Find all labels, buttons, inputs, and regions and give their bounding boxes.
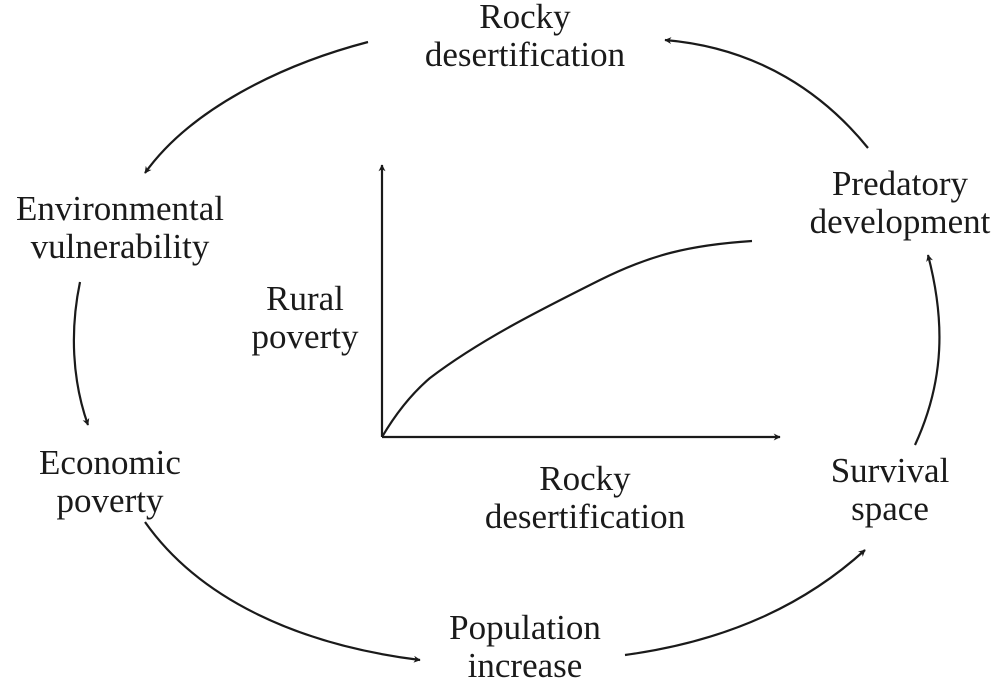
arrow-rocky-to-environmental xyxy=(144,40,369,174)
node-population-increase: Population increase xyxy=(410,609,640,685)
arrow-environmental-to-economic xyxy=(72,281,90,426)
node-predatory-development: Predatory development xyxy=(800,165,1000,241)
arrow-survival-to-predatory xyxy=(914,254,941,446)
node-population-increase-line1: Population xyxy=(449,608,601,647)
node-rocky-desertification-line2: desertification xyxy=(424,35,626,74)
graph-x-axis-label-line1: Rocky xyxy=(539,459,631,498)
graph-x-axis-label: Rocky desertification xyxy=(460,460,710,536)
node-environmental-vulnerability: Environmental vulnerability xyxy=(0,190,240,266)
node-environmental-vulnerability-line2: vulnerability xyxy=(30,227,210,266)
node-survival-space-line1: Survival xyxy=(830,451,950,490)
arrow-economic-to-population xyxy=(144,521,421,663)
graph-y-axis-label-line1: Rural xyxy=(266,279,344,318)
node-economic-poverty-line2: poverty xyxy=(56,481,164,520)
node-survival-space-line2: space xyxy=(851,489,929,528)
node-economic-poverty: Economic poverty xyxy=(5,444,215,520)
node-predatory-development-line1: Predatory xyxy=(831,164,969,203)
node-rocky-desertification: Rocky desertification xyxy=(400,0,650,74)
graph-y-axis-label-line2: poverty xyxy=(251,317,359,356)
graph-curve xyxy=(381,239,753,438)
arrow-population-to-survival xyxy=(624,549,866,657)
node-survival-space: Survival space xyxy=(805,452,975,528)
graph-y-axis-label: Rural poverty xyxy=(225,280,385,356)
node-predatory-development-line2: development xyxy=(809,202,991,241)
arrow-predatory-to-rocky xyxy=(664,37,869,149)
node-population-increase-line2: increase xyxy=(467,646,583,685)
node-economic-poverty-line1: Economic xyxy=(39,443,181,482)
graph-x-axis-label-line2: desertification xyxy=(484,497,686,536)
node-environmental-vulnerability-line1: Environmental xyxy=(15,189,224,228)
node-rocky-desertification-line1: Rocky xyxy=(479,0,571,36)
